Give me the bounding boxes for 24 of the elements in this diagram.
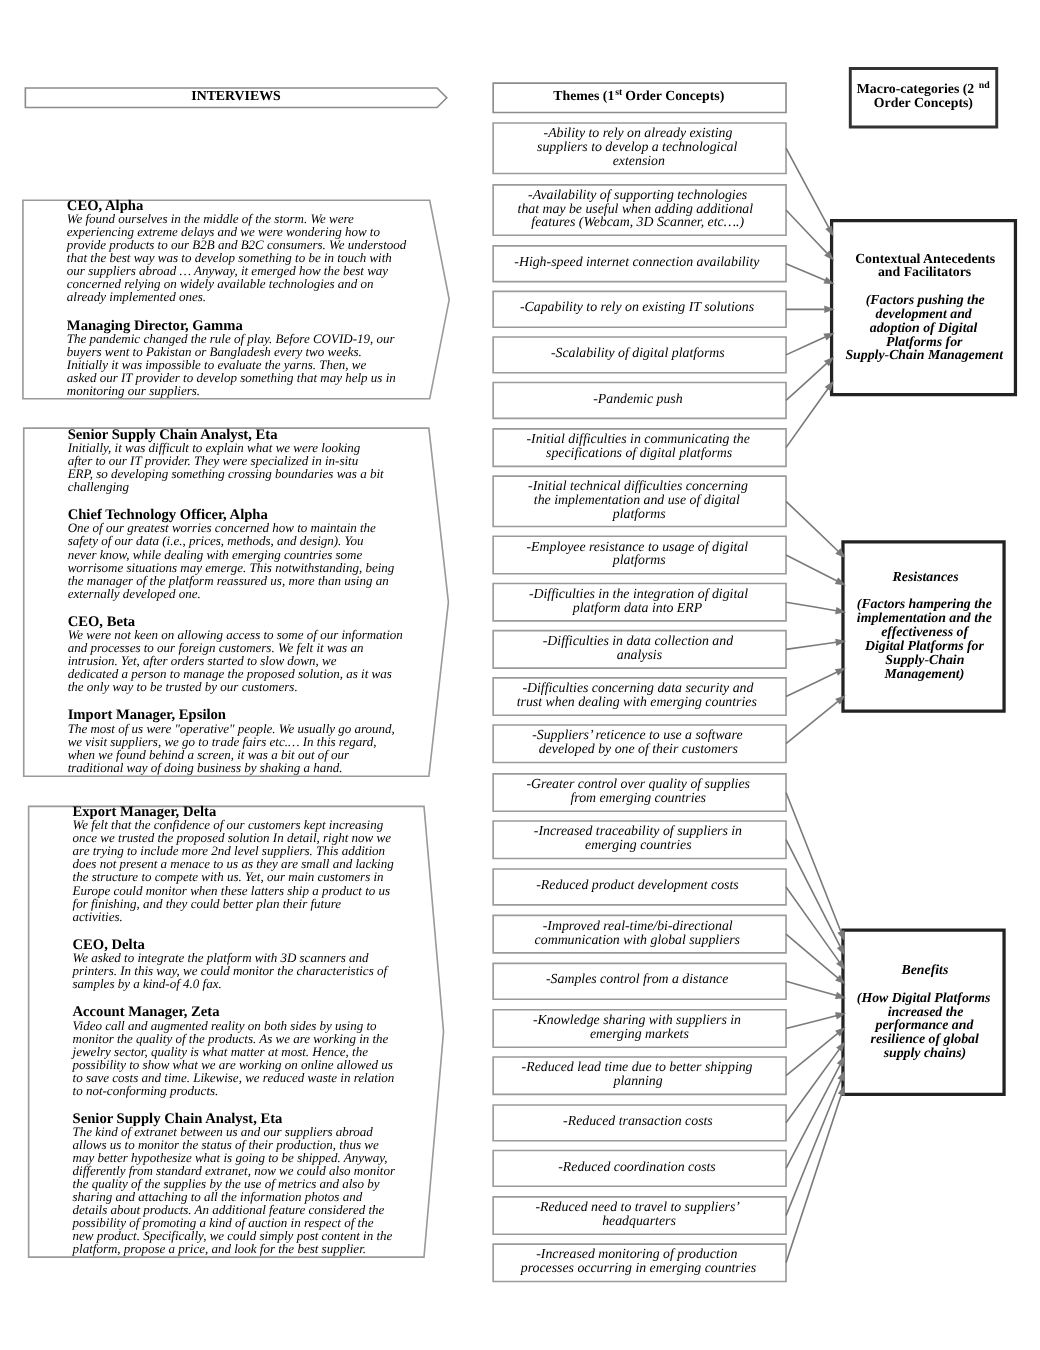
arrow bbox=[785, 1070, 845, 1217]
arrow bbox=[785, 601, 847, 615]
arrow bbox=[785, 147, 834, 237]
arrow bbox=[785, 667, 846, 698]
arrow bbox=[785, 695, 846, 745]
arrow bbox=[785, 980, 847, 999]
arrow bbox=[785, 500, 846, 559]
arrow bbox=[785, 1084, 845, 1264]
arrow bbox=[785, 638, 847, 651]
arrow bbox=[785, 554, 846, 586]
arrow bbox=[785, 933, 846, 985]
arrow bbox=[785, 1041, 846, 1124]
arrow bbox=[785, 1012, 847, 1030]
arrow bbox=[785, 262, 835, 285]
arrow bbox=[785, 886, 846, 971]
arrow bbox=[785, 380, 834, 449]
arrow bbox=[785, 356, 835, 402]
arrow bbox=[785, 1055, 845, 1170]
arrow bbox=[785, 305, 835, 313]
arrow bbox=[785, 791, 845, 942]
arrow bbox=[785, 209, 835, 261]
arrow bbox=[785, 332, 835, 356]
arrow bbox=[785, 838, 845, 956]
arrow bbox=[785, 1026, 846, 1077]
